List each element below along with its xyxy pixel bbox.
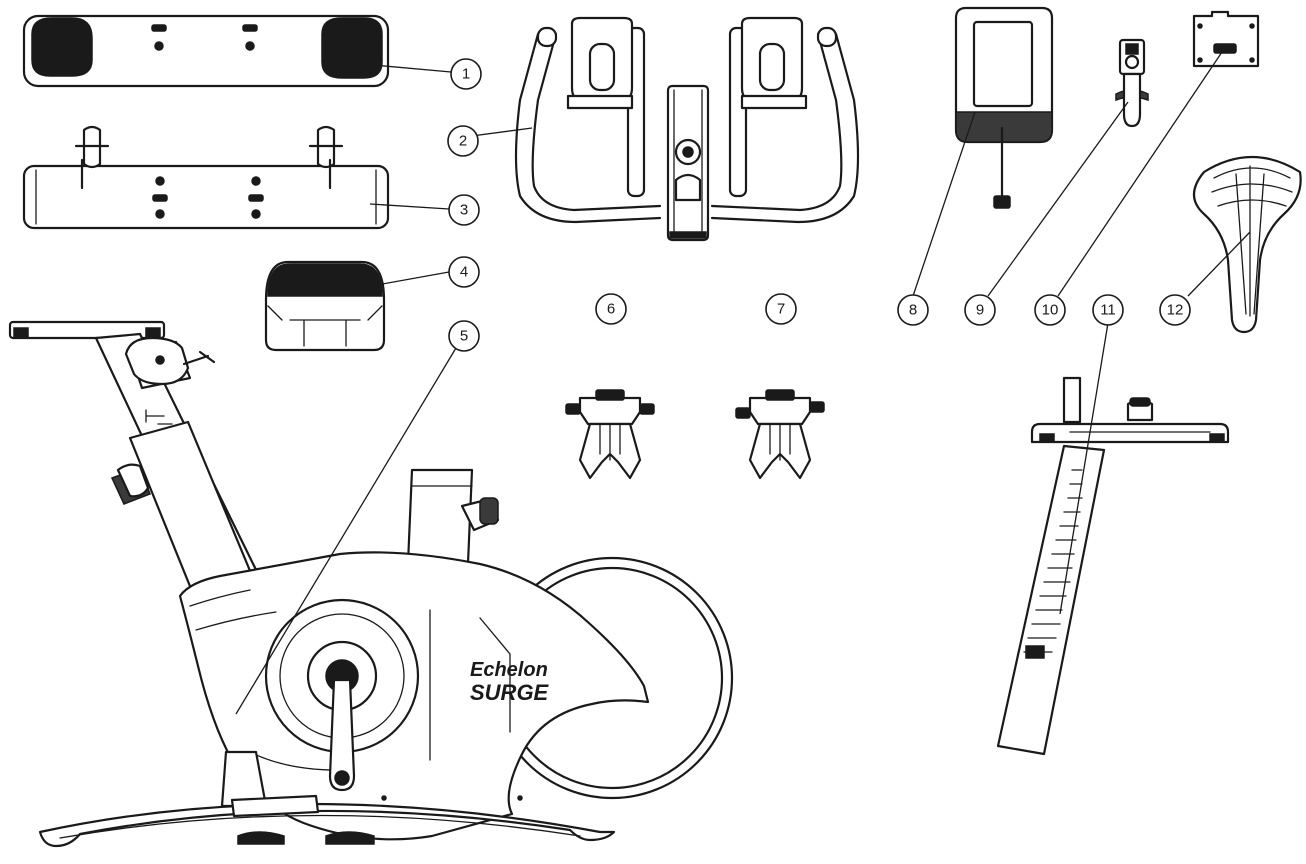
callout-7-label: 7 — [777, 301, 785, 318]
callout-6: 6 — [595, 293, 627, 325]
callout-1-label: 1 — [462, 66, 470, 83]
callout-3-label: 3 — [460, 202, 468, 219]
callout-2-label: 2 — [459, 133, 467, 150]
callout-4-label: 4 — [460, 264, 468, 281]
callout-5: 5 — [448, 320, 480, 352]
callout-10: 10 — [1034, 294, 1066, 326]
callout-10-label: 10 — [1042, 302, 1059, 319]
callout-11-label: 11 — [1100, 302, 1116, 319]
callout-8-label: 8 — [909, 302, 917, 319]
callout-12: 12 — [1159, 294, 1191, 326]
callout-5-label: 5 — [460, 328, 468, 345]
logo-text-line2: SURGE — [470, 680, 550, 705]
part-left-pedal — [565, 389, 655, 480]
part-mounting-plate — [1192, 10, 1260, 68]
callout-1: 1 — [450, 58, 482, 90]
callout-11: 11 — [1092, 294, 1124, 326]
part-pad — [264, 260, 386, 352]
part-bike-frame: Echelon SURGE — [8, 320, 734, 848]
callout-4: 4 — [448, 256, 480, 288]
callout-6-label: 6 — [607, 301, 615, 318]
callout-2: 2 — [447, 125, 479, 157]
callout-9: 9 — [964, 294, 996, 326]
part-saddle — [1192, 156, 1302, 334]
part-handlebar — [514, 16, 860, 242]
callout-3: 3 — [448, 194, 480, 226]
part-console — [954, 6, 1054, 209]
callout-12-label: 12 — [1167, 302, 1184, 319]
part-right-pedal — [735, 389, 825, 480]
logo-text-line1: Echelon — [470, 659, 548, 681]
part-rear-stabilizer — [22, 14, 390, 88]
callout-8: 8 — [897, 294, 929, 326]
callout-9-label: 9 — [976, 302, 984, 319]
callout-7: 7 — [765, 293, 797, 325]
callout-leaders — [235, 51, 1251, 715]
part-front-stabilizer — [22, 125, 390, 230]
part-clamp — [1115, 38, 1149, 128]
part-seat-slider — [996, 376, 1230, 756]
